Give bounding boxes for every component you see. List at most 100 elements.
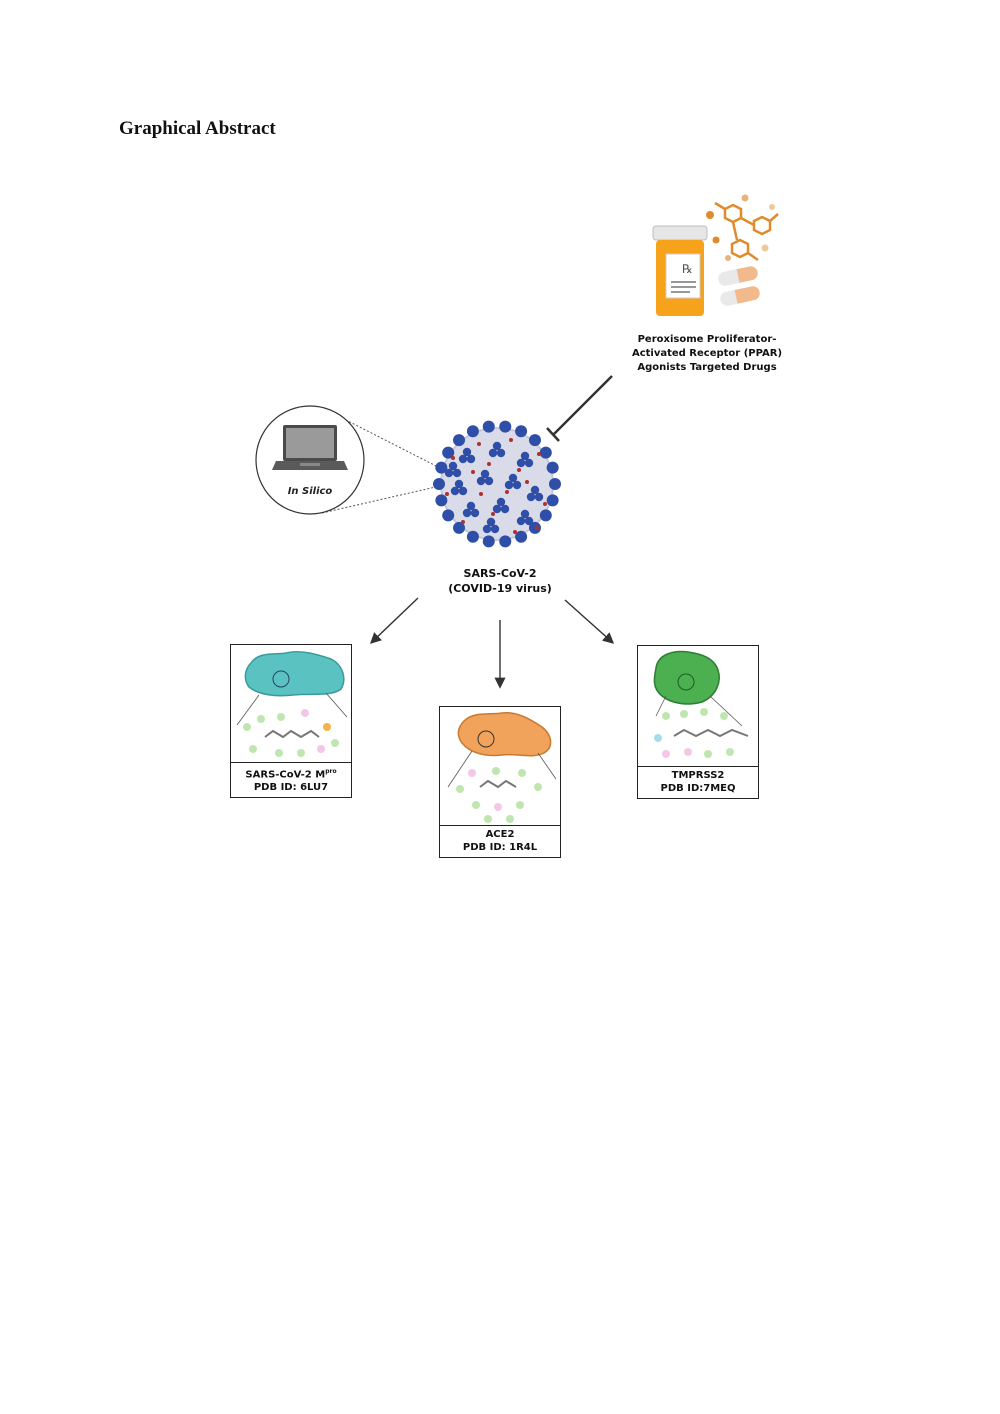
- virus-illustration: [433, 420, 561, 548]
- virus-surface-dot: [509, 438, 513, 442]
- ace2-interaction-diagram: [456, 767, 542, 823]
- virus-inner-spike: [488, 448, 498, 458]
- virus-inner-spike: [524, 458, 534, 468]
- virus-surface-dot: [525, 480, 529, 484]
- insilico-label: In Silico: [287, 486, 333, 497]
- virus-surface-dot: [471, 470, 475, 474]
- virus-surface-dot: [537, 452, 541, 456]
- ace2-structure: [447, 711, 557, 823]
- virus-inner-spike: [462, 508, 472, 518]
- virus-spike: [539, 509, 552, 522]
- virus-surface-dot: [505, 490, 509, 494]
- virus-spike: [466, 425, 479, 438]
- virus-inner-spike: [504, 480, 514, 490]
- virus-inner-spike: [458, 486, 468, 496]
- insilico-connector-lines: [321, 417, 441, 514]
- virus-inner-spike: [500, 504, 510, 514]
- virus-inner-spike: [520, 509, 530, 519]
- virus-inner-spike: [444, 468, 454, 478]
- virus-spike: [528, 521, 541, 534]
- virus-spike: [482, 535, 495, 548]
- virus-surface-dot: [479, 492, 483, 496]
- virus-inner-spike: [450, 486, 460, 496]
- target-name-ace2: ACE2: [485, 829, 515, 840]
- virus-inner-spike: [476, 476, 486, 486]
- virus-inner-spike: [492, 441, 502, 451]
- rx-symbol: ℞: [682, 262, 693, 276]
- virus-spike: [433, 478, 445, 490]
- virus-inner-spike: [466, 454, 476, 464]
- virus-spike: [482, 420, 495, 433]
- virus-inner-spike: [454, 479, 464, 489]
- virus-surface-dot: [517, 468, 521, 472]
- target-pdb-mpro: PDB ID: 6LU7: [253, 782, 329, 793]
- target-name-tmprss2: TMPRSS2: [671, 770, 725, 781]
- target-box-ace2: ACE2 PDB ID: 1R4L: [439, 706, 561, 858]
- virus-spike: [435, 494, 448, 507]
- virus-spike: [442, 446, 455, 459]
- virus-inner-spike: [516, 516, 526, 526]
- virus-inner-spike: [470, 508, 480, 518]
- virus-surface-dot: [535, 526, 539, 530]
- small-molecule-dots: [706, 194, 775, 261]
- virus-inner-spike: [490, 524, 500, 534]
- drug-illustration: [652, 194, 779, 316]
- virus-inner-spike: [512, 480, 522, 490]
- virus-label-line2: (COVID-19 virus): [448, 582, 552, 595]
- virus-inner-spike: [520, 451, 530, 461]
- target-box-tmprss2: TMPRSS2 PDB ID:7MEQ: [637, 645, 759, 799]
- virus-inner-spike: [466, 501, 476, 511]
- virus-spike: [515, 530, 528, 543]
- virus-surface-dot: [461, 520, 465, 524]
- drug-label-line2: Activated Receptor (PPAR): [631, 348, 783, 359]
- drug-box-label: Peroxisome Proliferator- Activated Recep…: [617, 333, 797, 375]
- virus-inner-spike: [526, 492, 536, 502]
- graphical-abstract-figure: ℞: [255, 194, 779, 689]
- virus-inner-spike: [508, 473, 518, 483]
- virus-spike: [546, 461, 559, 474]
- tmprss2-structure: [653, 650, 749, 758]
- virus-spike: [515, 425, 528, 438]
- drug-label-line1: Peroxisome Proliferator-: [637, 334, 777, 345]
- virus-surface-dot: [477, 442, 481, 446]
- virus-label: SARS-CoV-2 (COVID-19 virus): [420, 566, 580, 596]
- target-caption-mpro: SARS-CoV-2 Mpro PDB ID: 6LU7: [231, 761, 351, 797]
- inhibition-line: [546, 375, 613, 442]
- target-caption-tmprss2: TMPRSS2 PDB ID:7MEQ: [638, 766, 758, 798]
- virus-spike: [528, 434, 541, 447]
- virus-surface-dot: [491, 512, 495, 516]
- virus-spike: [546, 494, 559, 507]
- virus-surface-dot: [487, 462, 491, 466]
- target-name-mpro: SARS-CoV-2 M: [245, 769, 326, 780]
- mpro-structure: [236, 650, 348, 757]
- virus-inner-spike: [530, 485, 540, 495]
- virus-spike: [539, 446, 552, 459]
- pill-bottle-icon: [652, 225, 708, 316]
- target-pdb-ace2: PDB ID: 1R4L: [462, 842, 538, 853]
- virus-surface-dot: [543, 502, 547, 506]
- virus-inner-spike: [524, 516, 534, 526]
- virus-surface-dot: [451, 456, 455, 460]
- virus-spike: [453, 434, 466, 447]
- target-sup-mpro: pro: [325, 767, 337, 775]
- virus-inner-spike: [516, 458, 526, 468]
- virus-spike: [453, 521, 466, 534]
- page-heading: Graphical Abstract: [119, 118, 276, 139]
- virus-inner-spike: [534, 492, 544, 502]
- virus-spike: [466, 530, 479, 543]
- virus-spike: [499, 535, 512, 548]
- virus-surface-dot: [513, 530, 517, 534]
- target-pdb-tmprss2: PDB ID:7MEQ: [660, 783, 736, 794]
- virus-inner-spike: [480, 469, 490, 479]
- virus-inner-spike: [482, 524, 492, 534]
- virus-inner-spike: [448, 461, 458, 471]
- virus-inner-spike: [492, 504, 502, 514]
- capsule-icons: [718, 266, 760, 306]
- virus-inner-spike: [486, 517, 496, 527]
- virus-label-line1: SARS-CoV-2: [463, 567, 537, 580]
- virus-inner-spike: [452, 468, 462, 478]
- virus-surface-dot: [445, 492, 449, 496]
- laptop-icon: [272, 425, 348, 470]
- target-caption-ace2: ACE2 PDB ID: 1R4L: [440, 825, 560, 857]
- virus-spike: [442, 509, 455, 522]
